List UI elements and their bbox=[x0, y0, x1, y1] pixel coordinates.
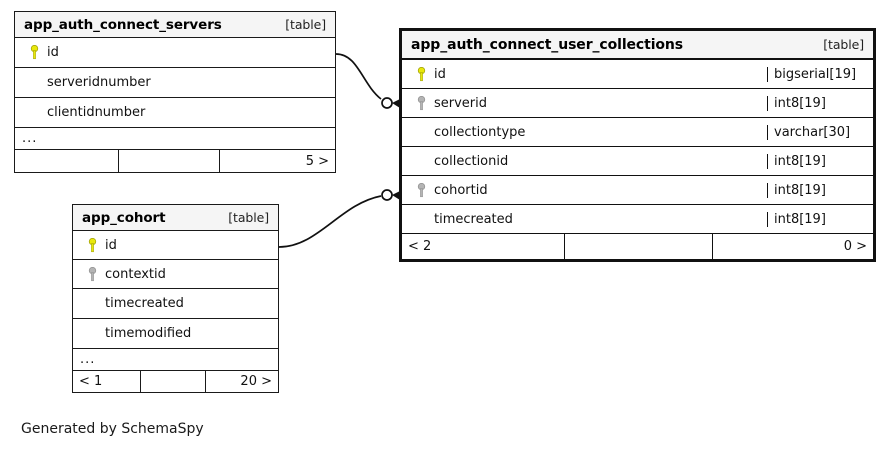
column-name: serveridnumber bbox=[47, 75, 151, 90]
relationship-cohort-to-usercollections bbox=[278, 189, 400, 248]
column-name-cell: contextid bbox=[73, 266, 278, 282]
table-header: app_auth_connect_user_collections [table… bbox=[402, 31, 873, 60]
footer-right-counter[interactable]: 20 > bbox=[205, 371, 278, 392]
generated-by-label: Generated by SchemaSpy bbox=[21, 421, 204, 437]
column-name-cell: timemodified bbox=[73, 326, 278, 341]
table-title: app_cohort bbox=[82, 209, 166, 226]
table-row[interactable]: collectiontype varchar[30] bbox=[402, 118, 873, 147]
column-name: timemodified bbox=[105, 326, 192, 341]
table-row[interactable]: serverid int8[19] bbox=[402, 89, 873, 118]
column-name-cell: clientidnumber bbox=[15, 105, 335, 120]
table-app-auth-connect-servers[interactable]: app_auth_connect_servers [table] id serv… bbox=[14, 11, 336, 173]
relationship-endpoint-circle bbox=[381, 189, 393, 201]
column-name: timecreated bbox=[434, 211, 513, 227]
column-type: int8[19] bbox=[767, 182, 873, 198]
table-row[interactable]: id bigserial[19] bbox=[402, 60, 873, 89]
table-header: app_cohort [table] bbox=[73, 205, 278, 231]
column-name-cell: timecreated bbox=[402, 212, 767, 227]
footer-middle-cell bbox=[140, 371, 205, 392]
footer-left-counter[interactable]: < 1 bbox=[79, 374, 103, 389]
column-name-cell: id bbox=[73, 237, 278, 253]
key-icon-foreign bbox=[410, 182, 432, 198]
column-name: id bbox=[47, 45, 59, 60]
key-icon-primary bbox=[410, 66, 432, 82]
table-row[interactable]: id bbox=[73, 231, 278, 260]
column-name: clientidnumber bbox=[47, 105, 146, 120]
more-columns-indicator: ... bbox=[73, 349, 278, 371]
column-name-cell: collectiontype bbox=[402, 125, 767, 140]
table-footer: 5 > bbox=[15, 150, 335, 172]
column-name: serverid bbox=[434, 95, 488, 111]
column-name-cell: collectionid bbox=[402, 154, 767, 169]
table-title: app_auth_connect_user_collections bbox=[411, 36, 684, 53]
table-footer: < 2 0 > bbox=[402, 234, 873, 259]
table-row[interactable]: id bbox=[15, 38, 335, 68]
table-title: app_auth_connect_servers bbox=[24, 16, 222, 33]
column-type: int8[19] bbox=[767, 211, 873, 227]
table-row[interactable]: collectionid int8[19] bbox=[402, 147, 873, 176]
column-name: timecreated bbox=[105, 296, 184, 311]
column-type: bigserial[19] bbox=[767, 66, 873, 82]
footer-right-counter[interactable]: 5 > bbox=[219, 150, 335, 172]
table-row[interactable]: serveridnumber bbox=[15, 68, 335, 98]
column-type: int8[19] bbox=[767, 95, 873, 111]
footer-middle-cell bbox=[564, 234, 712, 259]
key-icon-primary bbox=[23, 45, 45, 60]
column-name-cell: id bbox=[15, 45, 335, 60]
column-name: id bbox=[105, 237, 117, 253]
key-icon-foreign bbox=[81, 266, 103, 282]
more-columns-indicator: ... bbox=[15, 128, 335, 150]
table-type-tag: [table] bbox=[823, 37, 864, 52]
column-name-cell: timecreated bbox=[73, 296, 278, 311]
table-row[interactable]: cohortid int8[19] bbox=[402, 176, 873, 205]
footer-left-counter[interactable]: < 2 bbox=[408, 239, 432, 254]
relationship-endpoint-circle bbox=[381, 97, 393, 109]
table-row[interactable]: clientidnumber bbox=[15, 98, 335, 128]
table-row[interactable]: contextid bbox=[73, 260, 278, 289]
table-app-cohort[interactable]: app_cohort [table] id bbox=[72, 204, 279, 393]
column-name-cell: id bbox=[402, 66, 767, 82]
column-name-cell: cohortid bbox=[402, 182, 767, 198]
column-type: int8[19] bbox=[767, 153, 873, 169]
column-name: cohortid bbox=[434, 182, 488, 198]
table-app-auth-connect-user-collections[interactable]: app_auth_connect_user_collections [table… bbox=[399, 28, 876, 262]
table-row[interactable]: timemodified bbox=[73, 319, 278, 349]
table-header: app_auth_connect_servers [table] bbox=[15, 12, 335, 38]
column-name: collectionid bbox=[434, 153, 509, 169]
column-name: id bbox=[434, 66, 446, 82]
key-icon-primary bbox=[81, 237, 103, 253]
footer-right-counter[interactable]: 0 > bbox=[712, 234, 873, 259]
table-row[interactable]: timecreated bbox=[73, 289, 278, 319]
column-name-cell: serveridnumber bbox=[15, 75, 335, 90]
key-icon-foreign bbox=[410, 95, 432, 111]
table-row[interactable]: timecreated int8[19] bbox=[402, 205, 873, 234]
column-name: contextid bbox=[105, 266, 166, 282]
table-type-tag: [table] bbox=[285, 17, 326, 32]
table-type-tag: [table] bbox=[228, 210, 269, 225]
footer-left-counter[interactable] bbox=[15, 150, 118, 172]
column-name-cell: serverid bbox=[402, 95, 767, 111]
column-type: varchar[30] bbox=[767, 124, 873, 140]
column-name: collectiontype bbox=[434, 124, 526, 140]
table-footer: < 1 20 > bbox=[73, 371, 278, 392]
relationship-servers-to-usercollections bbox=[335, 53, 400, 109]
footer-middle-cell bbox=[118, 150, 219, 172]
